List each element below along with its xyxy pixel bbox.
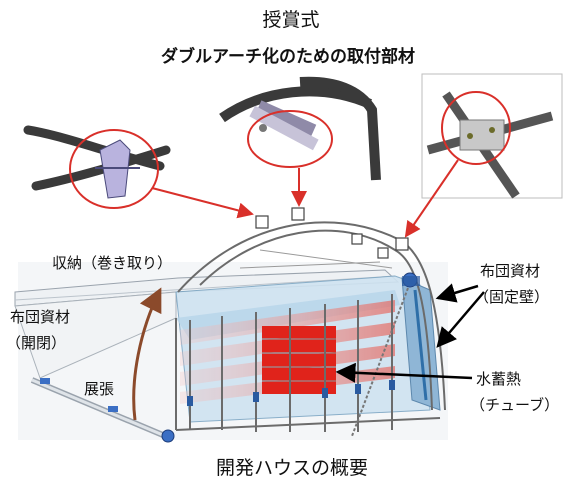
- label-extend: 展張: [84, 380, 114, 398]
- label-futon-open-2: （開閉）: [6, 334, 66, 352]
- label-futon-fixed-2: （固定壁）: [474, 288, 549, 306]
- water-tubes: [262, 326, 336, 394]
- callout-middle: [218, 76, 381, 207]
- label-futon-fixed-1: 布団資材: [480, 262, 540, 280]
- caption: 開発ハウスの概要: [216, 457, 368, 479]
- title: 授賞式: [262, 9, 319, 31]
- retract-arrow: [132, 287, 162, 421]
- greenhouse-illustration: [14, 207, 448, 443]
- label-storage: 収納（巻き取り）: [52, 254, 172, 272]
- subtitle: ダブルアーチ化のための取付部材: [161, 46, 415, 67]
- callout-right: [404, 73, 563, 238]
- arrow-fixed-wall-1: [435, 283, 479, 303]
- label-futon-open-1: 布団資材: [10, 308, 70, 326]
- callout-left: [23, 125, 254, 219]
- arrow-water-tube: [335, 362, 473, 383]
- label-water-storage-1: 水蓄熱: [476, 370, 521, 388]
- arrow-fixed-wall-2: [436, 291, 485, 348]
- label-water-storage-2: （チューブ）: [470, 396, 559, 414]
